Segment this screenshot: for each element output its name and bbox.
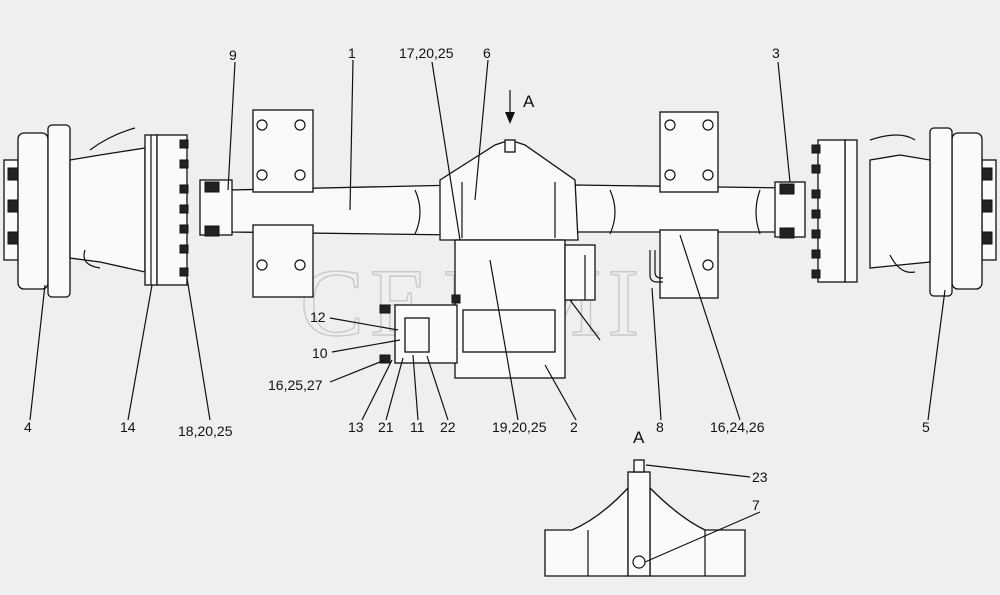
section-view-a <box>544 459 746 577</box>
callout-17-20-25: 17,20,25 <box>399 45 454 61</box>
callout-16-24-26: 16,24,26 <box>710 419 765 435</box>
section-label: A <box>633 428 645 447</box>
mounting-pad-left-bottom <box>252 224 314 298</box>
callout-8: 8 <box>656 419 664 435</box>
mounting-pad-right-top <box>659 111 719 193</box>
callout-21: 21 <box>378 419 394 435</box>
mounting-pad-right-bottom <box>659 229 719 299</box>
mounting-pad-left-top <box>252 109 314 193</box>
final-drive-housing <box>439 139 579 241</box>
callout-14: 14 <box>120 419 136 435</box>
callout-3: 3 <box>772 45 780 61</box>
callout-7: 7 <box>752 497 760 513</box>
callout-16-25-27: 16,25,27 <box>268 377 323 393</box>
view-label: A <box>523 92 535 111</box>
callout-5: 5 <box>922 419 930 435</box>
view-arrow <box>505 90 515 124</box>
callout-12: 12 <box>310 309 326 325</box>
leader-lines <box>29 59 946 563</box>
callout-22: 22 <box>440 419 456 435</box>
left-coupling <box>199 179 233 237</box>
callout-11: 11 <box>410 419 425 435</box>
callout-19-20-25: 19,20,25 <box>492 419 547 435</box>
right-coupling <box>774 181 806 239</box>
right-wheel-reducer <box>811 127 997 297</box>
drive-unit <box>379 239 601 379</box>
callout-1: 1 <box>348 45 356 61</box>
hydraulic-pipe <box>649 250 663 283</box>
callout-9: 9 <box>229 47 237 63</box>
callout-18-20-25: 18,20,25 <box>178 423 233 439</box>
callout-2: 2 <box>570 419 578 435</box>
callout-4: 4 <box>24 419 32 435</box>
left-wheel-reducer <box>3 124 189 298</box>
callout-23: 23 <box>752 469 768 485</box>
callout-13: 13 <box>348 419 364 435</box>
callout-6: 6 <box>483 45 491 61</box>
callout-10: 10 <box>312 345 328 361</box>
